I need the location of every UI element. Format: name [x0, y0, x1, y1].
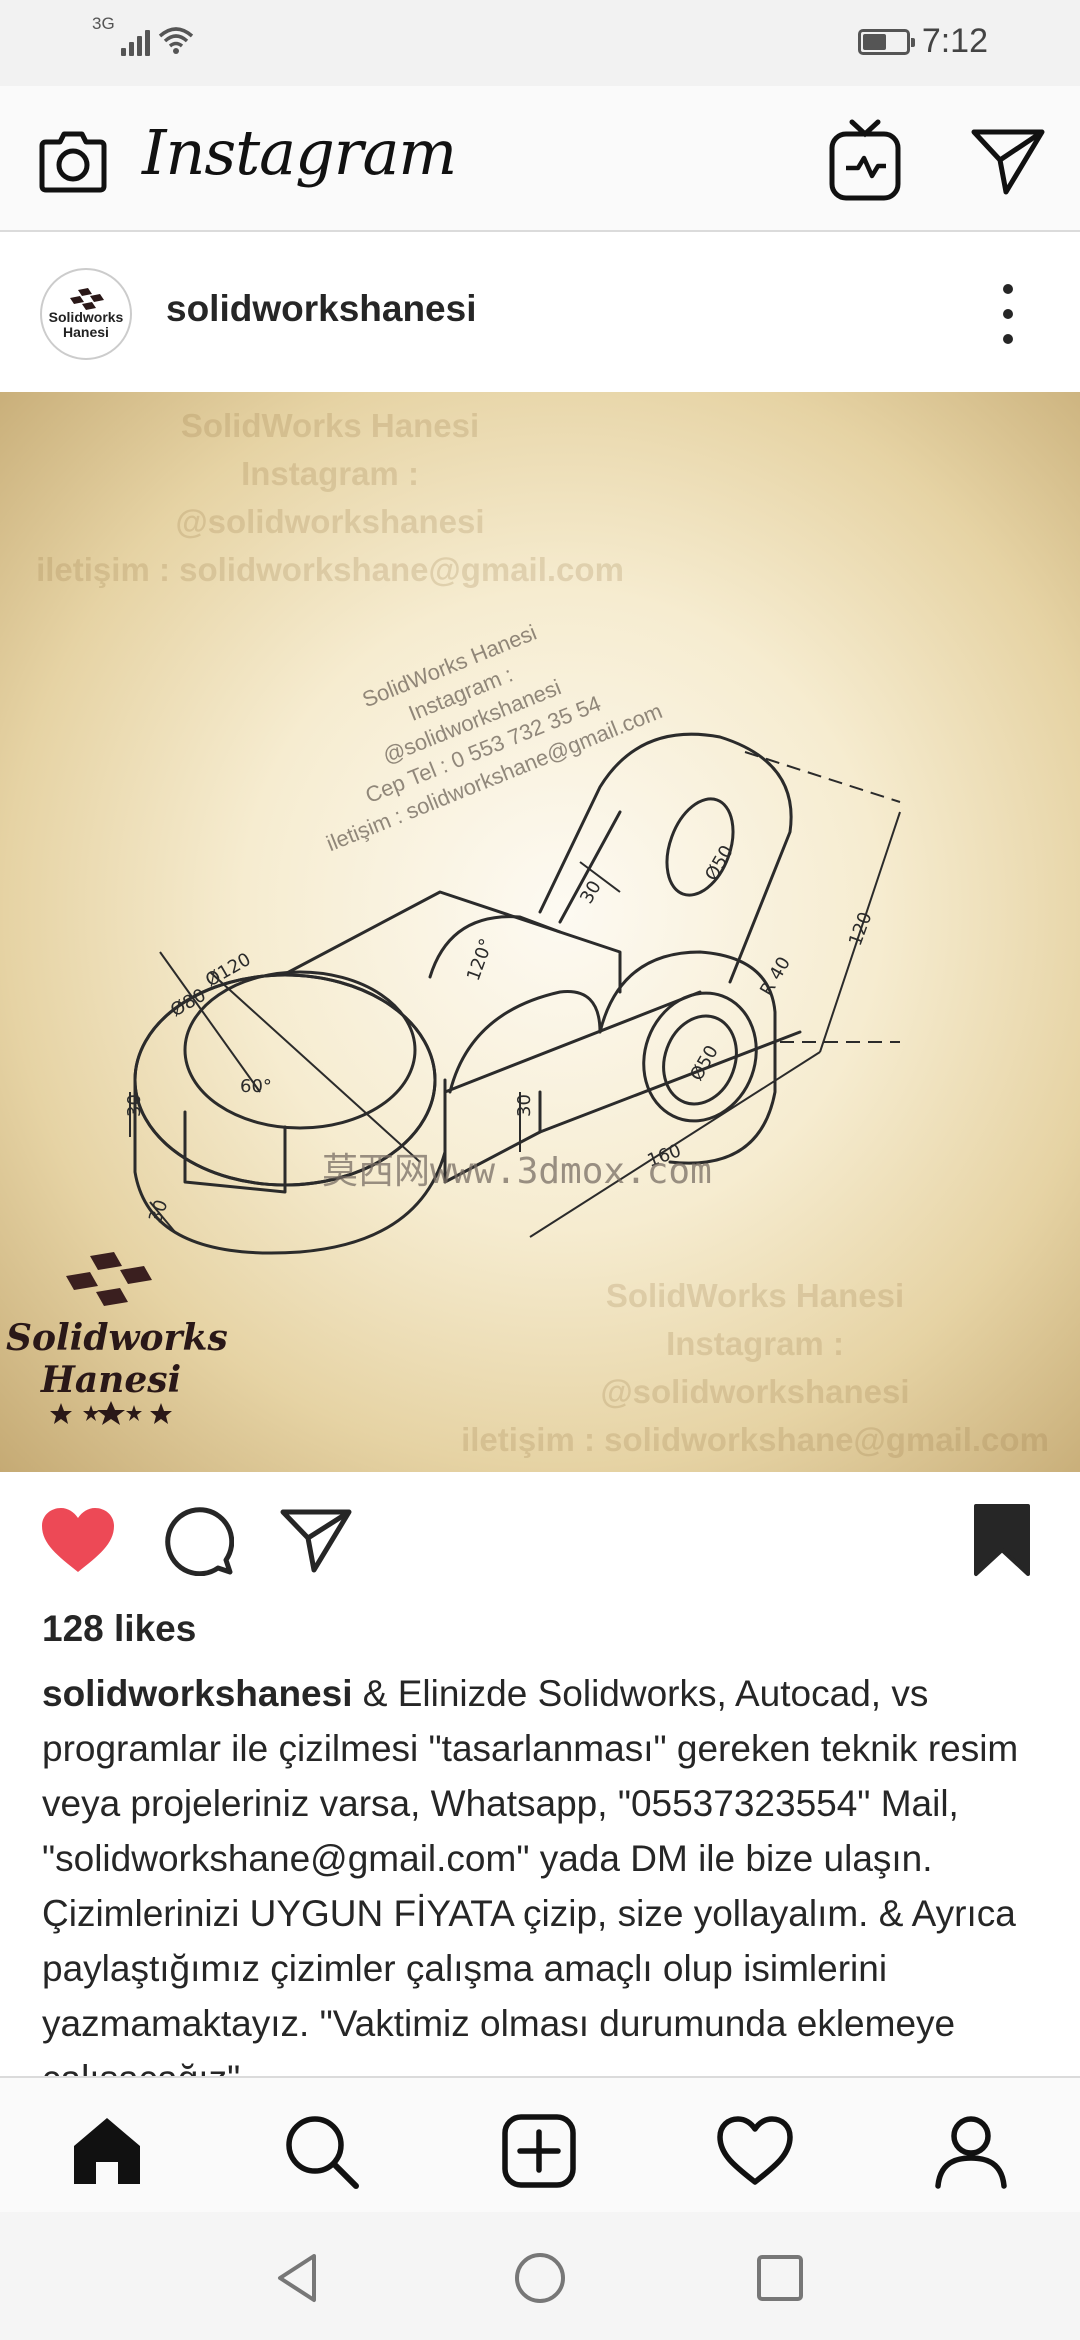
- avatar-text-line1: Solidworks: [48, 309, 124, 325]
- svg-text:Ø120: Ø120: [202, 949, 255, 991]
- svg-text:30: 30: [124, 1094, 145, 1117]
- post-caption: solidworkshanesi & Elinizde Solidworks, …: [42, 1666, 1052, 2076]
- post-username[interactable]: solidworkshanesi: [166, 288, 477, 329]
- avatar[interactable]: Solidworks Hanesi: [40, 268, 132, 360]
- clock: 7:12: [921, 22, 988, 60]
- profile-icon[interactable]: [932, 2112, 1010, 2190]
- post-actions: [0, 1472, 1080, 1608]
- status-right: 7:12: [857, 22, 988, 61]
- svg-text:120: 120: [845, 909, 876, 948]
- svg-text:60°: 60°: [240, 1076, 272, 1097]
- home-icon[interactable]: [68, 2112, 146, 2190]
- home-circle-icon[interactable]: [512, 2250, 568, 2306]
- likes-count[interactable]: 128 likes: [42, 1608, 197, 1649]
- network-type: 3G: [92, 14, 115, 33]
- status-bar: 3G 7:12: [0, 0, 1080, 86]
- bookmark-icon[interactable]: [972, 1502, 1032, 1578]
- more-options-icon[interactable]: [990, 284, 1026, 344]
- app-bar: Instagram: [0, 86, 1080, 232]
- stars-icon: [50, 1401, 172, 1425]
- battery-level: [862, 33, 886, 50]
- status-left: 3G: [92, 14, 196, 56]
- caption-text: & Elinizde Solidworks, Autocad, vs progr…: [42, 1673, 1019, 2076]
- wifi-icon: [158, 27, 193, 54]
- activity-heart-icon[interactable]: [716, 2112, 794, 2190]
- caption-username[interactable]: solidworkshanesi: [42, 1673, 353, 1714]
- camera-icon[interactable]: [36, 124, 110, 198]
- svg-text:Ø80: Ø80: [167, 985, 210, 1022]
- system-nav: [0, 2212, 1080, 2340]
- add-post-icon[interactable]: [500, 2112, 578, 2190]
- bottom-nav: [0, 2076, 1080, 2212]
- back-icon[interactable]: [270, 2250, 326, 2306]
- brand-logo: Solidworks Hanesi: [6, 1252, 228, 1430]
- svg-text:120°: 120°: [463, 936, 498, 984]
- instagram-logo: Instagram: [142, 116, 457, 189]
- search-icon[interactable]: [282, 2112, 360, 2190]
- svg-text:30: 30: [514, 1094, 535, 1117]
- igtv-icon[interactable]: [828, 116, 902, 202]
- logo-mark-icon: [66, 1252, 152, 1306]
- logo-mark-icon: [70, 288, 104, 310]
- site-watermark: 莫西网www.3dmox.com: [322, 1151, 712, 1192]
- battery-icon: [857, 28, 915, 55]
- direct-message-icon[interactable]: [970, 124, 1046, 196]
- svg-text:30: 30: [145, 1197, 173, 1226]
- brand-logo-line2: Hanesi: [40, 1359, 182, 1401]
- like-heart-icon[interactable]: [40, 1506, 116, 1576]
- share-icon[interactable]: [280, 1506, 352, 1574]
- post-header: Solidworks Hanesi solidworkshanesi: [0, 232, 1080, 392]
- brand-logo-line1: Solidworks: [6, 1317, 228, 1359]
- watermark-bottom: SolidWorks Hanesi Instagram : @solidwork…: [461, 1277, 1049, 1458]
- avatar-text-line2: Hanesi: [63, 324, 109, 340]
- signal-icon: [120, 26, 150, 56]
- comment-icon[interactable]: [162, 1504, 234, 1576]
- recent-apps-icon[interactable]: [752, 2250, 808, 2306]
- watermark-top: SolidWorks Hanesi Instagram : @solidwork…: [36, 407, 624, 588]
- post-image[interactable]: SolidWorks Hanesi Instagram : @solidwork…: [0, 392, 1080, 1472]
- technical-drawing: Ø120 Ø80 60° Ø50 Ø50 30 30 30 30 R 40 12…: [124, 732, 901, 1255]
